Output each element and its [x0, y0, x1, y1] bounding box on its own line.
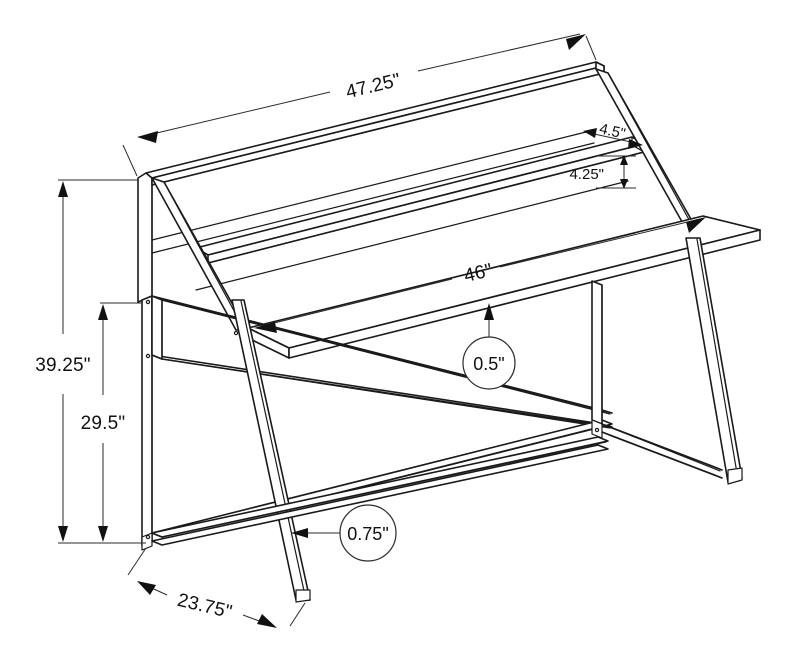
- callout-label-0-5: 0.5": [473, 354, 504, 374]
- right-angled-front-leg: [685, 237, 743, 485]
- hutch-back-panel: [151, 72, 605, 254]
- callout-circle-0-5: [462, 336, 516, 390]
- dimension-label-29-5: 29.5": [81, 413, 126, 434]
- hutch-top-board: [145, 61, 605, 186]
- dimension-label-4-25: 4.25": [569, 166, 604, 183]
- dimension-shelf-depth: 4.5": [583, 120, 643, 149]
- dimension-label-39-25: 39.25": [35, 355, 91, 376]
- left-frame-depth-rails: [151, 295, 163, 360]
- desk-illustration: [137, 61, 761, 603]
- callout-label-0-75: 0.75": [347, 524, 388, 544]
- dimension-hutch-top-width: 47.25": [122, 33, 597, 177]
- right-leg-frame: [591, 280, 723, 479]
- dimension-label-4-5: 4.5": [598, 120, 627, 142]
- desktop-surface: [247, 215, 761, 359]
- callout-circle-0-75: [339, 504, 397, 562]
- callout-frame-thickness: 0.75": [291, 504, 397, 562]
- dimension-label-23-75: 23.75": [175, 590, 234, 623]
- hutch-left-end-panel: [137, 172, 153, 303]
- dimension-shelf-clearance: 4.25": [569, 155, 636, 189]
- dimension-desktop-height: 29.5": [81, 302, 146, 544]
- dimension-desk-depth: 23.75": [127, 547, 306, 628]
- left-angled-front-leg: [231, 299, 311, 603]
- dimension-label-47-25: 47.25": [344, 70, 403, 103]
- hutch-lower-back-panel: [195, 151, 645, 291]
- bottom-front-stretcher: [151, 436, 609, 546]
- callout-desktop-thickness: 0.5": [462, 303, 516, 390]
- fastener-marks: [145, 299, 600, 540]
- dimension-overall-height: 39.25": [35, 179, 146, 544]
